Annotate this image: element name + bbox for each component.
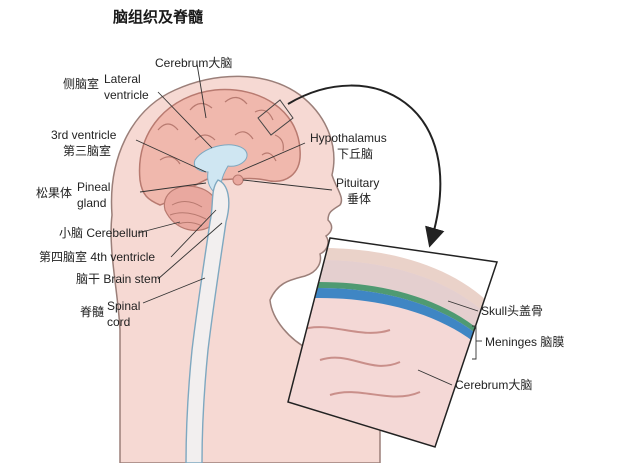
spinal-cord-shape	[185, 179, 230, 463]
label-brain-stem: 脑干 Brain stem	[76, 272, 161, 286]
label-pituitary-cn: 垂体	[347, 192, 372, 206]
page-title: 脑组织及脊髓	[113, 9, 204, 26]
label-spinal-en-1: Spinal	[107, 299, 141, 313]
label-lateral-ventricle-en-2: ventricle	[104, 88, 149, 102]
label-pituitary-en: Pituitary	[336, 176, 380, 190]
label-third-ventricle-en: 3rd ventricle	[51, 128, 117, 142]
label-pineal-en-1: Pineal	[77, 180, 111, 194]
zoom-arrow	[287, 84, 445, 248]
label-cerebrum-inset: Cerebrum大脑	[455, 378, 533, 392]
cerebellum-folds	[169, 201, 207, 227]
label-meninges: Meninges 脑膜	[485, 335, 565, 349]
label-pineal-cn: 松果体	[36, 186, 73, 200]
label-pineal-en-2: gland	[77, 196, 107, 210]
zoom-region-box	[257, 99, 294, 136]
inset-frame	[287, 237, 498, 448]
label-hypothalamus-en: Hypothalamus	[310, 131, 387, 145]
label-cerebellum: 小脑 Cerebellum	[59, 226, 148, 240]
brain-folds	[157, 96, 284, 165]
label-lateral-ventricle-en-1: Lateral	[104, 72, 141, 86]
label-spinal-cn: 脊髓	[80, 305, 105, 319]
label-fourth-ventricle: 第四脑室 4th ventricle	[39, 250, 156, 264]
label-skull: Skull头盖骨	[481, 304, 544, 318]
label-lateral-ventricle-cn: 侧脑室	[63, 77, 100, 91]
leader-lines	[135, 63, 482, 386]
label-cerebrum-top: Cerebrum大脑	[155, 56, 233, 70]
label-hypothalamus-cn: 下丘脑	[337, 147, 374, 161]
label-spinal-en-2: cord	[107, 315, 131, 329]
label-third-ventricle-cn: 第三脑室	[63, 144, 112, 158]
pituitary-shape	[232, 174, 244, 186]
